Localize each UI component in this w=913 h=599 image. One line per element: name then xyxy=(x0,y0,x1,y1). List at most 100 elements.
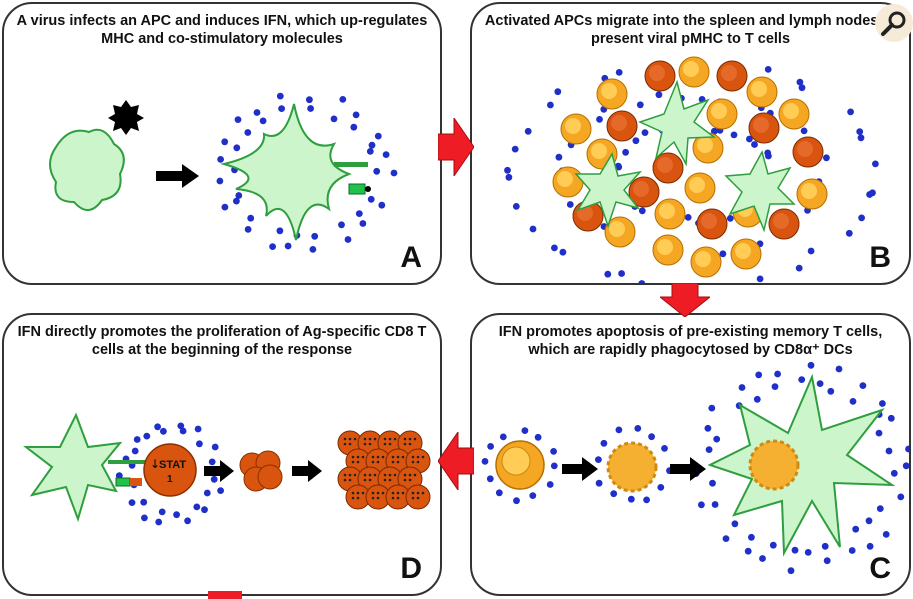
ifn-dot xyxy=(244,129,252,136)
ifn-dot xyxy=(210,475,218,483)
ifn-dot xyxy=(731,520,739,528)
ifn-dot xyxy=(856,128,864,135)
ifn-dot xyxy=(201,506,208,514)
ifn-dot xyxy=(698,501,705,509)
ifn-dot xyxy=(160,427,167,435)
ifn-dot xyxy=(622,148,629,156)
ifn-dot xyxy=(615,69,623,76)
t-cell-icon xyxy=(730,238,762,270)
ifn-dot xyxy=(534,433,542,441)
apoptotic-t-cell-icon xyxy=(606,441,658,493)
ifn-dot xyxy=(807,247,815,255)
panel-a-caption: A virus infects an APC and induces IFN, … xyxy=(16,13,428,47)
ifn-dot xyxy=(559,248,567,256)
ifn-dot xyxy=(755,371,763,379)
ifn-dot xyxy=(513,497,520,505)
ifn-dot xyxy=(705,446,713,453)
ifn-dot xyxy=(276,92,284,100)
ifn-dot xyxy=(550,462,558,470)
t-cell-icon xyxy=(684,172,716,204)
dc-cell-icon xyxy=(23,412,123,523)
ifn-dot xyxy=(748,533,755,541)
proliferating-t-cell-icon xyxy=(405,484,431,510)
arrow-a-icon xyxy=(156,164,199,188)
ifn-dot xyxy=(746,135,753,143)
ifn-dot xyxy=(529,492,537,499)
search-icon[interactable] xyxy=(875,4,913,42)
panel-d-illustration: ↓ STAT 1 xyxy=(23,412,431,526)
ifn-dot xyxy=(177,422,185,430)
panel-d: IFN directly promotes the proliferation … xyxy=(2,313,442,596)
t-cell-icon xyxy=(696,208,728,240)
ifn-dot xyxy=(131,447,139,455)
stat-label: STAT xyxy=(159,459,186,471)
ifn-dot xyxy=(787,567,795,575)
ifn-dot xyxy=(774,370,781,378)
ifn-dot xyxy=(566,201,574,208)
ifn-dot xyxy=(547,101,554,109)
ifn-dot xyxy=(600,439,608,447)
dc-cell-icon xyxy=(574,152,643,229)
ifn-dot xyxy=(133,436,141,443)
panel-b-caption: Activated APCs migrate into the spleen a… xyxy=(484,13,897,47)
ifn-dots xyxy=(216,92,398,253)
ifn-dot xyxy=(857,134,865,142)
receptor-icon xyxy=(130,478,142,486)
ifn-dot xyxy=(499,433,507,441)
ifn-dot xyxy=(721,284,728,285)
ifn-dot xyxy=(115,472,123,479)
ifn-dot xyxy=(769,541,777,549)
ifn-dot xyxy=(211,443,219,451)
ifn-dot xyxy=(684,214,692,221)
stat-arrow-icon: ↓ xyxy=(150,457,160,471)
ifn-dot xyxy=(798,376,806,383)
ifn-dot xyxy=(350,123,358,131)
ifn-dot xyxy=(655,91,663,99)
t-cell-icon xyxy=(768,208,800,240)
ifn-dot xyxy=(866,542,874,550)
ifn-dot xyxy=(730,131,738,139)
t-cell-icon xyxy=(716,60,748,92)
ifn-dot xyxy=(661,445,668,452)
panel-b-illustration xyxy=(504,56,879,285)
ifn-dot xyxy=(247,214,255,222)
ifn-dot xyxy=(765,152,772,160)
ifn-dot xyxy=(546,481,554,488)
ifn-dot xyxy=(173,511,181,519)
ifn-dot xyxy=(554,88,562,96)
ifn-dot xyxy=(866,191,873,198)
ifn-dot xyxy=(704,424,712,432)
ifn-dot xyxy=(804,549,812,556)
ifn-dot xyxy=(194,425,202,433)
panel-c-letter: C xyxy=(869,552,891,585)
panel-a-illustration xyxy=(49,92,398,253)
ifn-dot xyxy=(374,132,382,140)
dc-cell-icon xyxy=(724,150,796,233)
ifn-dot xyxy=(495,489,503,497)
ifn-dot xyxy=(524,127,532,135)
t-cell-icon xyxy=(692,132,724,164)
ifn-dot xyxy=(382,151,390,159)
ifn-dot xyxy=(481,458,489,465)
ifn-dot xyxy=(807,361,815,369)
ifn-dot xyxy=(827,387,835,395)
ifn-dot xyxy=(848,547,856,554)
ifn-dot xyxy=(505,173,513,181)
ifn-dot xyxy=(368,141,376,149)
ifn-dot xyxy=(875,429,883,437)
t-cell-icon xyxy=(792,136,824,168)
ifn-dot xyxy=(158,508,166,516)
ifn-dot xyxy=(390,169,398,177)
ifn-dot xyxy=(865,517,873,525)
ifn-dot xyxy=(373,167,381,175)
ifn-dot xyxy=(128,499,136,506)
panel-c: IFN promotes apoptosis of pre-existing m… xyxy=(470,313,911,596)
ifn-dot xyxy=(876,505,884,512)
t-cell-icon xyxy=(778,98,810,130)
ifn-dot xyxy=(511,145,519,153)
ifn-dot xyxy=(233,197,240,205)
ifn-dot xyxy=(216,177,224,185)
ifn-dot xyxy=(823,154,830,162)
ifn-dot xyxy=(632,137,640,145)
ifn-dot xyxy=(487,443,494,450)
